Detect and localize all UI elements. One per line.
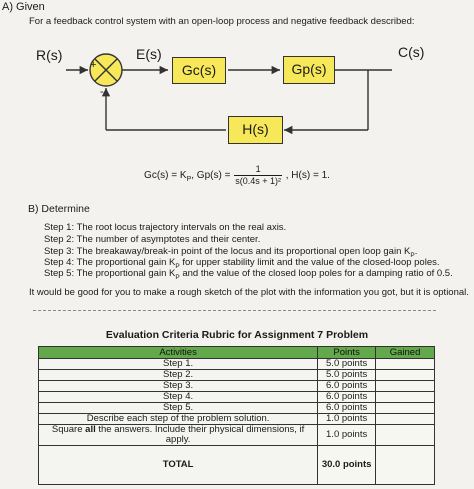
gp-fraction: 1 s(0.4s + 1)² bbox=[234, 164, 282, 187]
table-row: Step 1. 5.0 points bbox=[37, 358, 435, 370]
step-4: Step 4: The proportional gain KP for upp… bbox=[44, 257, 440, 270]
header-gained: Gained bbox=[375, 346, 435, 359]
eq-sub-p: P bbox=[186, 176, 192, 184]
eq-left: Gc(s) = K bbox=[144, 170, 187, 182]
eq-mid: , Gp(s) = bbox=[191, 170, 231, 182]
rubric-title: Evaluation Criteria Rubric for Assignmen… bbox=[105, 329, 369, 341]
points-cell: 6.0 points bbox=[317, 380, 377, 392]
header-activities: Activities bbox=[37, 346, 319, 359]
points-cell: 5.0 points bbox=[317, 369, 377, 381]
transfer-functions: Gc(s) = KP, Gp(s) = 1 s(0.4s + 1)² , H(s… bbox=[0, 164, 474, 187]
table-row: Step 2. 5.0 points bbox=[37, 369, 435, 381]
rubric-table: Activities Points Gained Step 1. 5.0 poi… bbox=[37, 346, 435, 485]
gained-cell[interactable] bbox=[375, 369, 435, 381]
section-b-heading: B) Determine bbox=[28, 203, 90, 215]
feedback-block: H(s) bbox=[228, 116, 283, 144]
total-row: TOTAL 30.0 points bbox=[37, 445, 435, 485]
gained-cell[interactable] bbox=[375, 380, 435, 392]
step-1: Step 1: The root locus trajectory interv… bbox=[44, 222, 287, 233]
dashed-divider bbox=[33, 310, 436, 311]
table-row: Step 4. 6.0 points bbox=[37, 391, 435, 403]
table-row: Describe each step of the problem soluti… bbox=[37, 413, 435, 425]
activity-cell: Square all the answers. Include their ph… bbox=[37, 424, 319, 446]
gained-cell[interactable] bbox=[375, 358, 435, 370]
minus-sign: - bbox=[100, 86, 104, 98]
step-3: Step 3: The breakaway/break-in point of … bbox=[44, 246, 418, 259]
points-cell: 1.0 points bbox=[317, 413, 377, 425]
rubric-header-row: Activities Points Gained bbox=[37, 346, 435, 359]
eq-right: , H(s) = 1. bbox=[285, 170, 330, 182]
gp-denominator: s(0.4s + 1)² bbox=[234, 175, 282, 186]
controller-block: Gc(s) bbox=[172, 57, 226, 84]
points-cell: 5.0 points bbox=[317, 358, 377, 370]
gained-cell[interactable] bbox=[375, 391, 435, 403]
header-points: Points bbox=[317, 346, 377, 359]
activity-cell: Step 1. bbox=[37, 358, 319, 370]
total-label: TOTAL bbox=[37, 445, 319, 485]
total-points: 30.0 points bbox=[317, 445, 377, 485]
points-cell: 6.0 points bbox=[317, 391, 377, 403]
gained-cell[interactable] bbox=[375, 413, 435, 425]
diagram-wiring bbox=[66, 53, 392, 135]
points-cell: 1.0 points bbox=[317, 424, 377, 446]
activity-cell: Step 3. bbox=[37, 380, 319, 392]
error-label: E(s) bbox=[136, 46, 162, 62]
activity-cell: Step 5. bbox=[37, 402, 319, 414]
step-2: Step 2: The number of asymptotes and the… bbox=[44, 234, 261, 245]
gained-cell[interactable] bbox=[375, 402, 435, 414]
points-cell: 6.0 points bbox=[317, 402, 377, 414]
gp-numerator: 1 bbox=[255, 164, 261, 174]
optional-note: It would be good for you to make a rough… bbox=[29, 287, 469, 298]
total-gained[interactable] bbox=[375, 445, 435, 485]
input-label: R(s) bbox=[36, 47, 63, 63]
output-label: C(s) bbox=[398, 44, 425, 60]
activity-cell: Step 2. bbox=[37, 369, 319, 381]
step-5: Step 5: The proportional gain KP and the… bbox=[44, 268, 453, 281]
table-row: Step 3. 6.0 points bbox=[37, 380, 435, 392]
table-row: Square all the answers. Include their ph… bbox=[37, 424, 435, 446]
gained-cell[interactable] bbox=[375, 424, 435, 446]
table-row: Step 5. 6.0 points bbox=[37, 402, 435, 414]
activity-cell: Step 4. bbox=[37, 391, 319, 403]
intro-text: For a feedback control system with an op… bbox=[29, 16, 415, 27]
plus-sign: + bbox=[90, 59, 97, 71]
activity-cell: Describe each step of the problem soluti… bbox=[37, 413, 319, 425]
section-a-heading: A) Given bbox=[2, 1, 45, 13]
plant-block: Gp(s) bbox=[283, 56, 335, 84]
